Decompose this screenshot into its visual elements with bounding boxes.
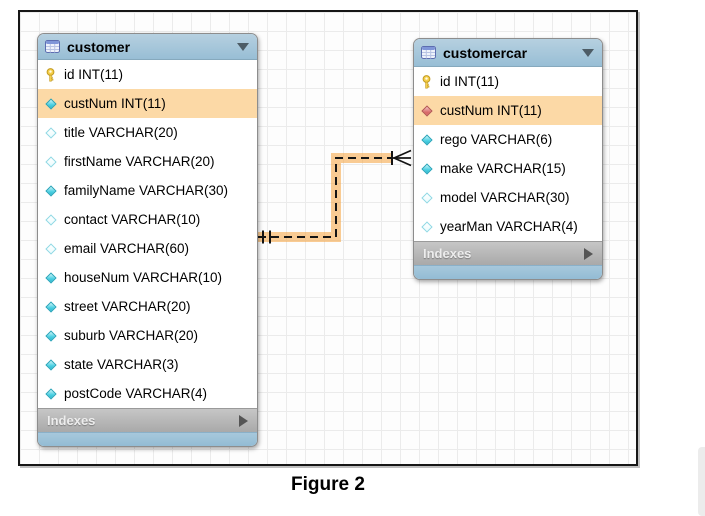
primary-key-icon [44, 67, 57, 82]
indexes-bar[interactable]: Indexes [38, 408, 257, 432]
diamond-filled-icon [45, 387, 57, 400]
diamond-filled-icon [45, 300, 57, 313]
column-label: state VARCHAR(3) [64, 357, 179, 372]
diamond-open-icon [45, 155, 57, 168]
diamond-open-icon [45, 126, 57, 139]
table-footer [38, 432, 257, 446]
cardinality-one-or-many-mark [391, 149, 412, 167]
column-row[interactable]: custNum INT(11) [414, 96, 602, 125]
column-row[interactable]: suburb VARCHAR(20) [38, 321, 257, 350]
indexes-label: Indexes [47, 413, 96, 428]
column-row[interactable]: contact VARCHAR(10) [38, 205, 257, 234]
relationship-dashed-line [258, 157, 392, 238]
relationship-line[interactable] [20, 12, 636, 464]
column-row[interactable]: postCode VARCHAR(4) [38, 379, 257, 408]
diamond-open-icon [421, 191, 433, 204]
diamond-filled-icon [45, 358, 57, 371]
table-icon [421, 46, 436, 59]
column-label: postCode VARCHAR(4) [64, 386, 208, 401]
primary-key-icon [420, 74, 433, 89]
column-row[interactable]: id INT(11) [414, 67, 602, 96]
column-row[interactable]: model VARCHAR(30) [414, 183, 602, 212]
column-label: model VARCHAR(30) [440, 190, 570, 205]
diamond-filled-icon [421, 162, 433, 175]
cardinality-one-mandatory-mark [262, 230, 271, 244]
column-label: make VARCHAR(15) [440, 161, 566, 176]
diamond-filled-icon [45, 184, 57, 197]
column-row[interactable]: houseNum VARCHAR(10) [38, 263, 257, 292]
diamond-filled-icon [45, 97, 57, 110]
column-label: suburb VARCHAR(20) [64, 328, 199, 343]
table-customercar[interactable]: customercar id INT(11) custNum INT(11) r… [413, 38, 603, 280]
table-name: customercar [443, 44, 528, 61]
diamond-open-icon [421, 220, 433, 233]
column-label: custNum INT(11) [64, 96, 166, 111]
column-label: contact VARCHAR(10) [64, 212, 201, 227]
collapse-triangle-icon[interactable] [237, 42, 249, 51]
column-label: houseNum VARCHAR(10) [64, 270, 223, 285]
diamond-filled-icon [45, 329, 57, 342]
figure-caption: Figure 2 [291, 474, 365, 495]
column-row[interactable]: yearMan VARCHAR(4) [414, 212, 602, 241]
diamond-open-icon [45, 213, 57, 226]
column-row[interactable]: firstName VARCHAR(20) [38, 147, 257, 176]
indexes-bar[interactable]: Indexes [414, 241, 602, 265]
column-label: yearMan VARCHAR(4) [440, 219, 578, 234]
column-label: firstName VARCHAR(20) [64, 154, 215, 169]
table-customer[interactable]: customer id INT(11) custNum INT(11) titl… [37, 33, 258, 447]
relationship-glow [258, 153, 392, 242]
table-header[interactable]: customer [38, 34, 257, 60]
column-label: custNum INT(11) [440, 103, 542, 118]
table-icon [45, 40, 60, 53]
column-row[interactable]: street VARCHAR(20) [38, 292, 257, 321]
collapse-triangle-icon[interactable] [582, 48, 594, 57]
column-row[interactable]: state VARCHAR(3) [38, 350, 257, 379]
column-row[interactable]: familyName VARCHAR(30) [38, 176, 257, 205]
column-label: id INT(11) [440, 74, 500, 89]
table-header[interactable]: customercar [414, 39, 602, 67]
column-label: rego VARCHAR(6) [440, 132, 553, 147]
column-label: title VARCHAR(20) [64, 125, 178, 140]
column-list: id INT(11) custNum INT(11) rego VARCHAR(… [414, 67, 602, 241]
column-label: id INT(11) [64, 67, 124, 82]
diamond-filled-icon [45, 271, 57, 284]
column-row[interactable]: id INT(11) [38, 60, 257, 89]
expand-arrow-icon [584, 247, 593, 260]
column-row[interactable]: email VARCHAR(60) [38, 234, 257, 263]
column-list: id INT(11) custNum INT(11) title VARCHAR… [38, 60, 257, 408]
indexes-label: Indexes [423, 246, 472, 261]
table-footer [414, 265, 602, 279]
column-row[interactable]: title VARCHAR(20) [38, 118, 257, 147]
diagram-frame: customer id INT(11) custNum INT(11) titl… [18, 10, 638, 466]
column-label: street VARCHAR(20) [64, 299, 191, 314]
diamond-fk-icon [421, 104, 433, 117]
table-name: customer [67, 38, 131, 55]
diamond-open-icon [45, 242, 57, 255]
column-label: email VARCHAR(60) [64, 241, 190, 256]
column-row[interactable]: make VARCHAR(15) [414, 154, 602, 183]
page-edge-artifact [698, 447, 705, 516]
column-row[interactable]: rego VARCHAR(6) [414, 125, 602, 154]
column-row[interactable]: custNum INT(11) [38, 89, 257, 118]
expand-arrow-icon [239, 414, 248, 427]
column-label: familyName VARCHAR(30) [64, 183, 229, 198]
diamond-filled-icon [421, 133, 433, 146]
